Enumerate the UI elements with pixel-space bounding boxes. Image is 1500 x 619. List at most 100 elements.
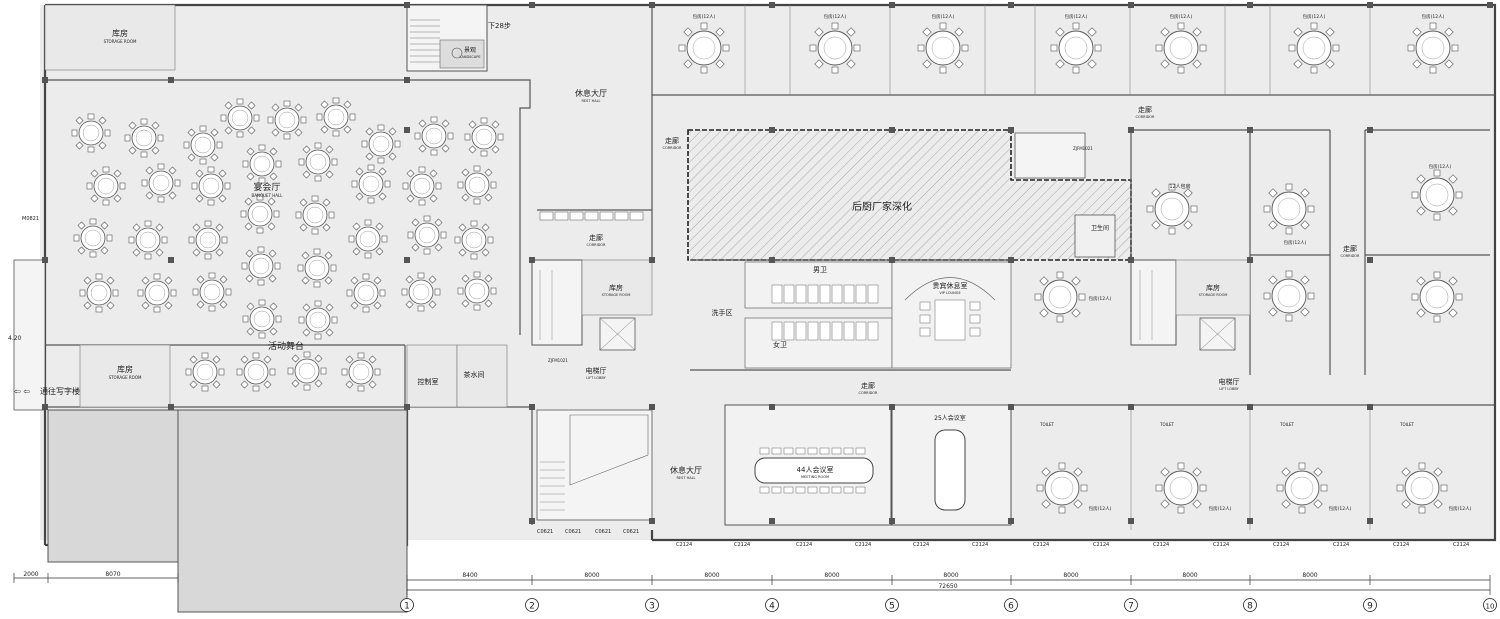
svg-text:5: 5: [889, 602, 895, 612]
grid-axis-2: 2: [525, 598, 539, 612]
lift-lobby-label-1: 电梯厅: [586, 366, 607, 375]
svg-text:C2124: C2124: [1153, 542, 1169, 548]
svg-text:包房(12人): 包房(12人): [932, 13, 955, 20]
svg-text:包房(12人): 包房(12人): [1284, 239, 1307, 246]
svg-text:包房(12人): 包房(12人): [1170, 13, 1193, 20]
svg-text:C0621: C0621: [565, 529, 581, 535]
grid-axes: 1 2 3 4 5 6 7 8 9 10: [400, 598, 1497, 612]
svg-text:6: 6: [1008, 602, 1014, 612]
fire-door-label-1: ZJFM1021: [548, 358, 568, 363]
corridor-label-3: 走廊: [861, 381, 875, 390]
toilet-label: 卫生间: [1091, 224, 1109, 232]
svg-text:包房(12人): 包房(12人): [824, 13, 847, 20]
svg-text:包房(12人): 包房(12人): [1449, 505, 1472, 512]
storage-room-mid: [581, 259, 653, 316]
storage-room-label-en-4: STORAGE ROOM: [1199, 293, 1228, 297]
grid-axis-8: 8: [1243, 598, 1257, 612]
svg-text:1: 1: [404, 602, 410, 612]
door-code-m0821: M0821: [22, 216, 39, 222]
rest-hall-label-2: 休息大厅: [670, 465, 702, 475]
dimension-lines: 2000 8070 8400 8000 8000 8000 8000 8000 …: [13, 571, 1491, 595]
grid-axis-7: 7: [1124, 598, 1138, 612]
svg-text:72650: 72650: [938, 583, 957, 590]
svg-text:包房(12人): 包房(12人): [1089, 295, 1112, 302]
svg-text:TOILET: TOILET: [1159, 422, 1175, 427]
corridor-label-en-3: CORRIDOR: [859, 391, 879, 395]
svg-text:TOILET: TOILET: [1399, 422, 1415, 427]
svg-text:包房(12人): 包房(12人): [693, 13, 716, 20]
svg-text:C2124: C2124: [972, 542, 988, 548]
corridor-label-5: 走廊: [1343, 244, 1357, 253]
stage-label: 活动舞台: [268, 340, 304, 352]
svg-text:C0621: C0621: [623, 529, 639, 535]
svg-text:包房(12人): 包房(12人): [1065, 13, 1088, 20]
fire-door-label-2: ZJFM1021: [1073, 146, 1093, 151]
banquet-hall-label: 宴会厅: [253, 181, 280, 193]
svg-text:8000: 8000: [1063, 572, 1078, 579]
storage-room-bottom-left: [79, 344, 171, 408]
male-restroom-label: 男卫: [813, 266, 827, 274]
rest-hall-label-en: REST HALL: [581, 99, 600, 103]
svg-text:C2124: C2124: [676, 542, 692, 548]
meeting-44-label: 44人会议室: [797, 465, 834, 474]
svg-text:TOILET: TOILET: [1039, 422, 1055, 427]
outer-walls: [13, 3, 1497, 613]
svg-text:TOILET: TOILET: [1279, 422, 1295, 427]
storage-room-top-left: [44, 4, 176, 71]
svg-text:C2124: C2124: [855, 542, 871, 548]
grid-axis-1: 1: [400, 598, 414, 612]
kitchen-label: 后厨厂家深化: [852, 200, 912, 213]
level-label: 4.20: [8, 335, 22, 342]
storage-room-east: [1175, 259, 1251, 316]
grid-axis-4: 4: [765, 598, 779, 612]
svg-text:C0621: C0621: [537, 529, 553, 535]
grid-axis-5: 5: [885, 598, 899, 612]
grid-axis-9: 9: [1363, 598, 1377, 612]
svg-text:包房(12人): 包房(12人): [1329, 505, 1352, 512]
svg-text:包房(12人): 包房(12人): [1303, 13, 1326, 20]
private-rooms-north: 包房(12人) 包房(12人) 包房(12人) 包房(12人) 包房(12人) …: [652, 5, 1495, 96]
svg-text:C2124: C2124: [1273, 542, 1289, 548]
storage-room-label-en-3: STORAGE ROOM: [602, 293, 631, 297]
tea-room: [456, 344, 508, 408]
corridor-label-2: 走廊: [665, 136, 679, 145]
svg-text:包房(12人): 包房(12人): [1089, 505, 1112, 512]
svg-text:8000: 8000: [584, 572, 599, 579]
svg-text:C2124: C2124: [796, 542, 812, 548]
svg-text:C2124: C2124: [1213, 542, 1229, 548]
structural-columns: [42, 2, 1493, 524]
womens-restroom: [744, 317, 893, 369]
storage-room-label-3: 库房: [609, 283, 623, 292]
svg-text:3: 3: [649, 602, 655, 612]
corridor-lockers: [539, 211, 644, 221]
meeting-table-44: [754, 457, 874, 484]
grid-axis-10: 10: [1483, 598, 1497, 612]
meeting-44-label-en: MEETING ROOM: [801, 475, 829, 479]
svg-text:8000: 8000: [704, 572, 719, 579]
lift-lobby-label-2: 电梯厅: [1219, 377, 1240, 386]
corridor-label-en-4: CORRIDOR: [1136, 115, 1156, 119]
rest-hall-label-en-2: REST HALL: [676, 476, 695, 480]
tea-room-label: 茶水间: [464, 370, 485, 379]
control-room-label: 控制室: [418, 377, 439, 386]
arrow-left-icon: ⇦ ⇦: [14, 387, 30, 396]
meeting-25-label: 25人会议室: [934, 414, 966, 422]
svg-text:C2124: C2124: [1033, 542, 1049, 548]
storage-room-label: 库房: [112, 28, 128, 38]
kitchen-stair: [1014, 132, 1086, 179]
svg-text:C2124: C2124: [1453, 542, 1469, 548]
svg-text:C2124: C2124: [913, 542, 929, 548]
vip-lounge-label: 贵宾休息室: [933, 281, 968, 290]
svg-text:8: 8: [1247, 602, 1253, 612]
landscape-label-en: LANDSCAPE: [459, 55, 480, 59]
to-office-label: 通往写字楼: [40, 386, 80, 396]
svg-text:C2124: C2124: [1093, 542, 1109, 548]
storage-room-label-2: 库房: [117, 364, 133, 374]
private-rooms-east: 12人包房 包房(12人) 包房(12人) 包房(12人): [1034, 129, 1490, 375]
corridor-label-en-5: CORRIDOR: [1341, 254, 1361, 258]
corridor-label-en-2: CORRIDOR: [663, 146, 683, 150]
svg-text:8070: 8070: [105, 571, 120, 578]
svg-text:C2124: C2124: [734, 542, 750, 548]
stair-south: [536, 409, 653, 521]
